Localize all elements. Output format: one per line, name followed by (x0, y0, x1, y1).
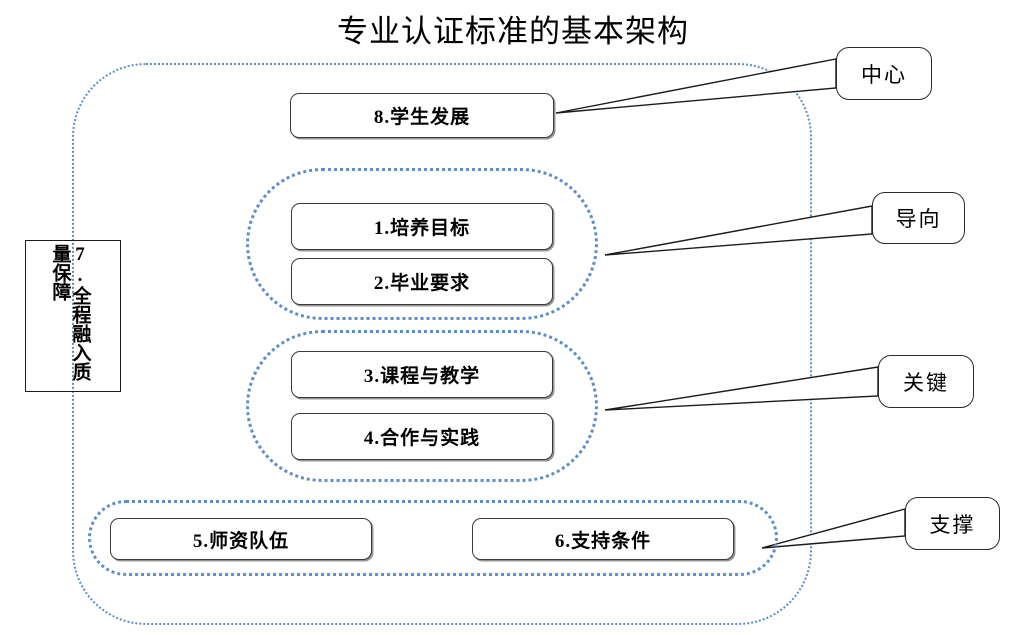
vertical-quality-box: 7.全程融入质 量保障 (25, 240, 121, 392)
box-cooperation-and-practice[interactable]: 4.合作与实践 (291, 413, 553, 460)
group-support-dotted-pill (88, 500, 778, 576)
box-training-objective[interactable]: 1.培养目标 (291, 203, 553, 250)
box-graduation-requirements[interactable]: 2.毕业要求 (291, 258, 553, 305)
page-title: 专业认证标准的基本架构 (337, 14, 689, 49)
callout-key[interactable]: 关键 (878, 355, 974, 408)
group-goal-dotted-pill (246, 168, 598, 320)
callout-support[interactable]: 支撑 (905, 497, 1000, 550)
group-core-dotted-pill (246, 330, 598, 482)
callout-guide[interactable]: 导向 (872, 192, 965, 244)
vertical-label-left-column: 量保障 (49, 244, 71, 301)
box-faculty-team[interactable]: 5.师资队伍 (110, 518, 372, 560)
callout-center[interactable]: 中心 (836, 47, 932, 100)
vertical-label-right-column: 7.全程融入质 (69, 244, 91, 381)
box-student-development[interactable]: 8.学生发展 (290, 93, 554, 138)
overall-dotted-frame (72, 63, 812, 625)
box-support-conditions[interactable]: 6.支持条件 (472, 518, 734, 560)
box-curriculum-and-teaching[interactable]: 3.课程与教学 (291, 351, 553, 398)
